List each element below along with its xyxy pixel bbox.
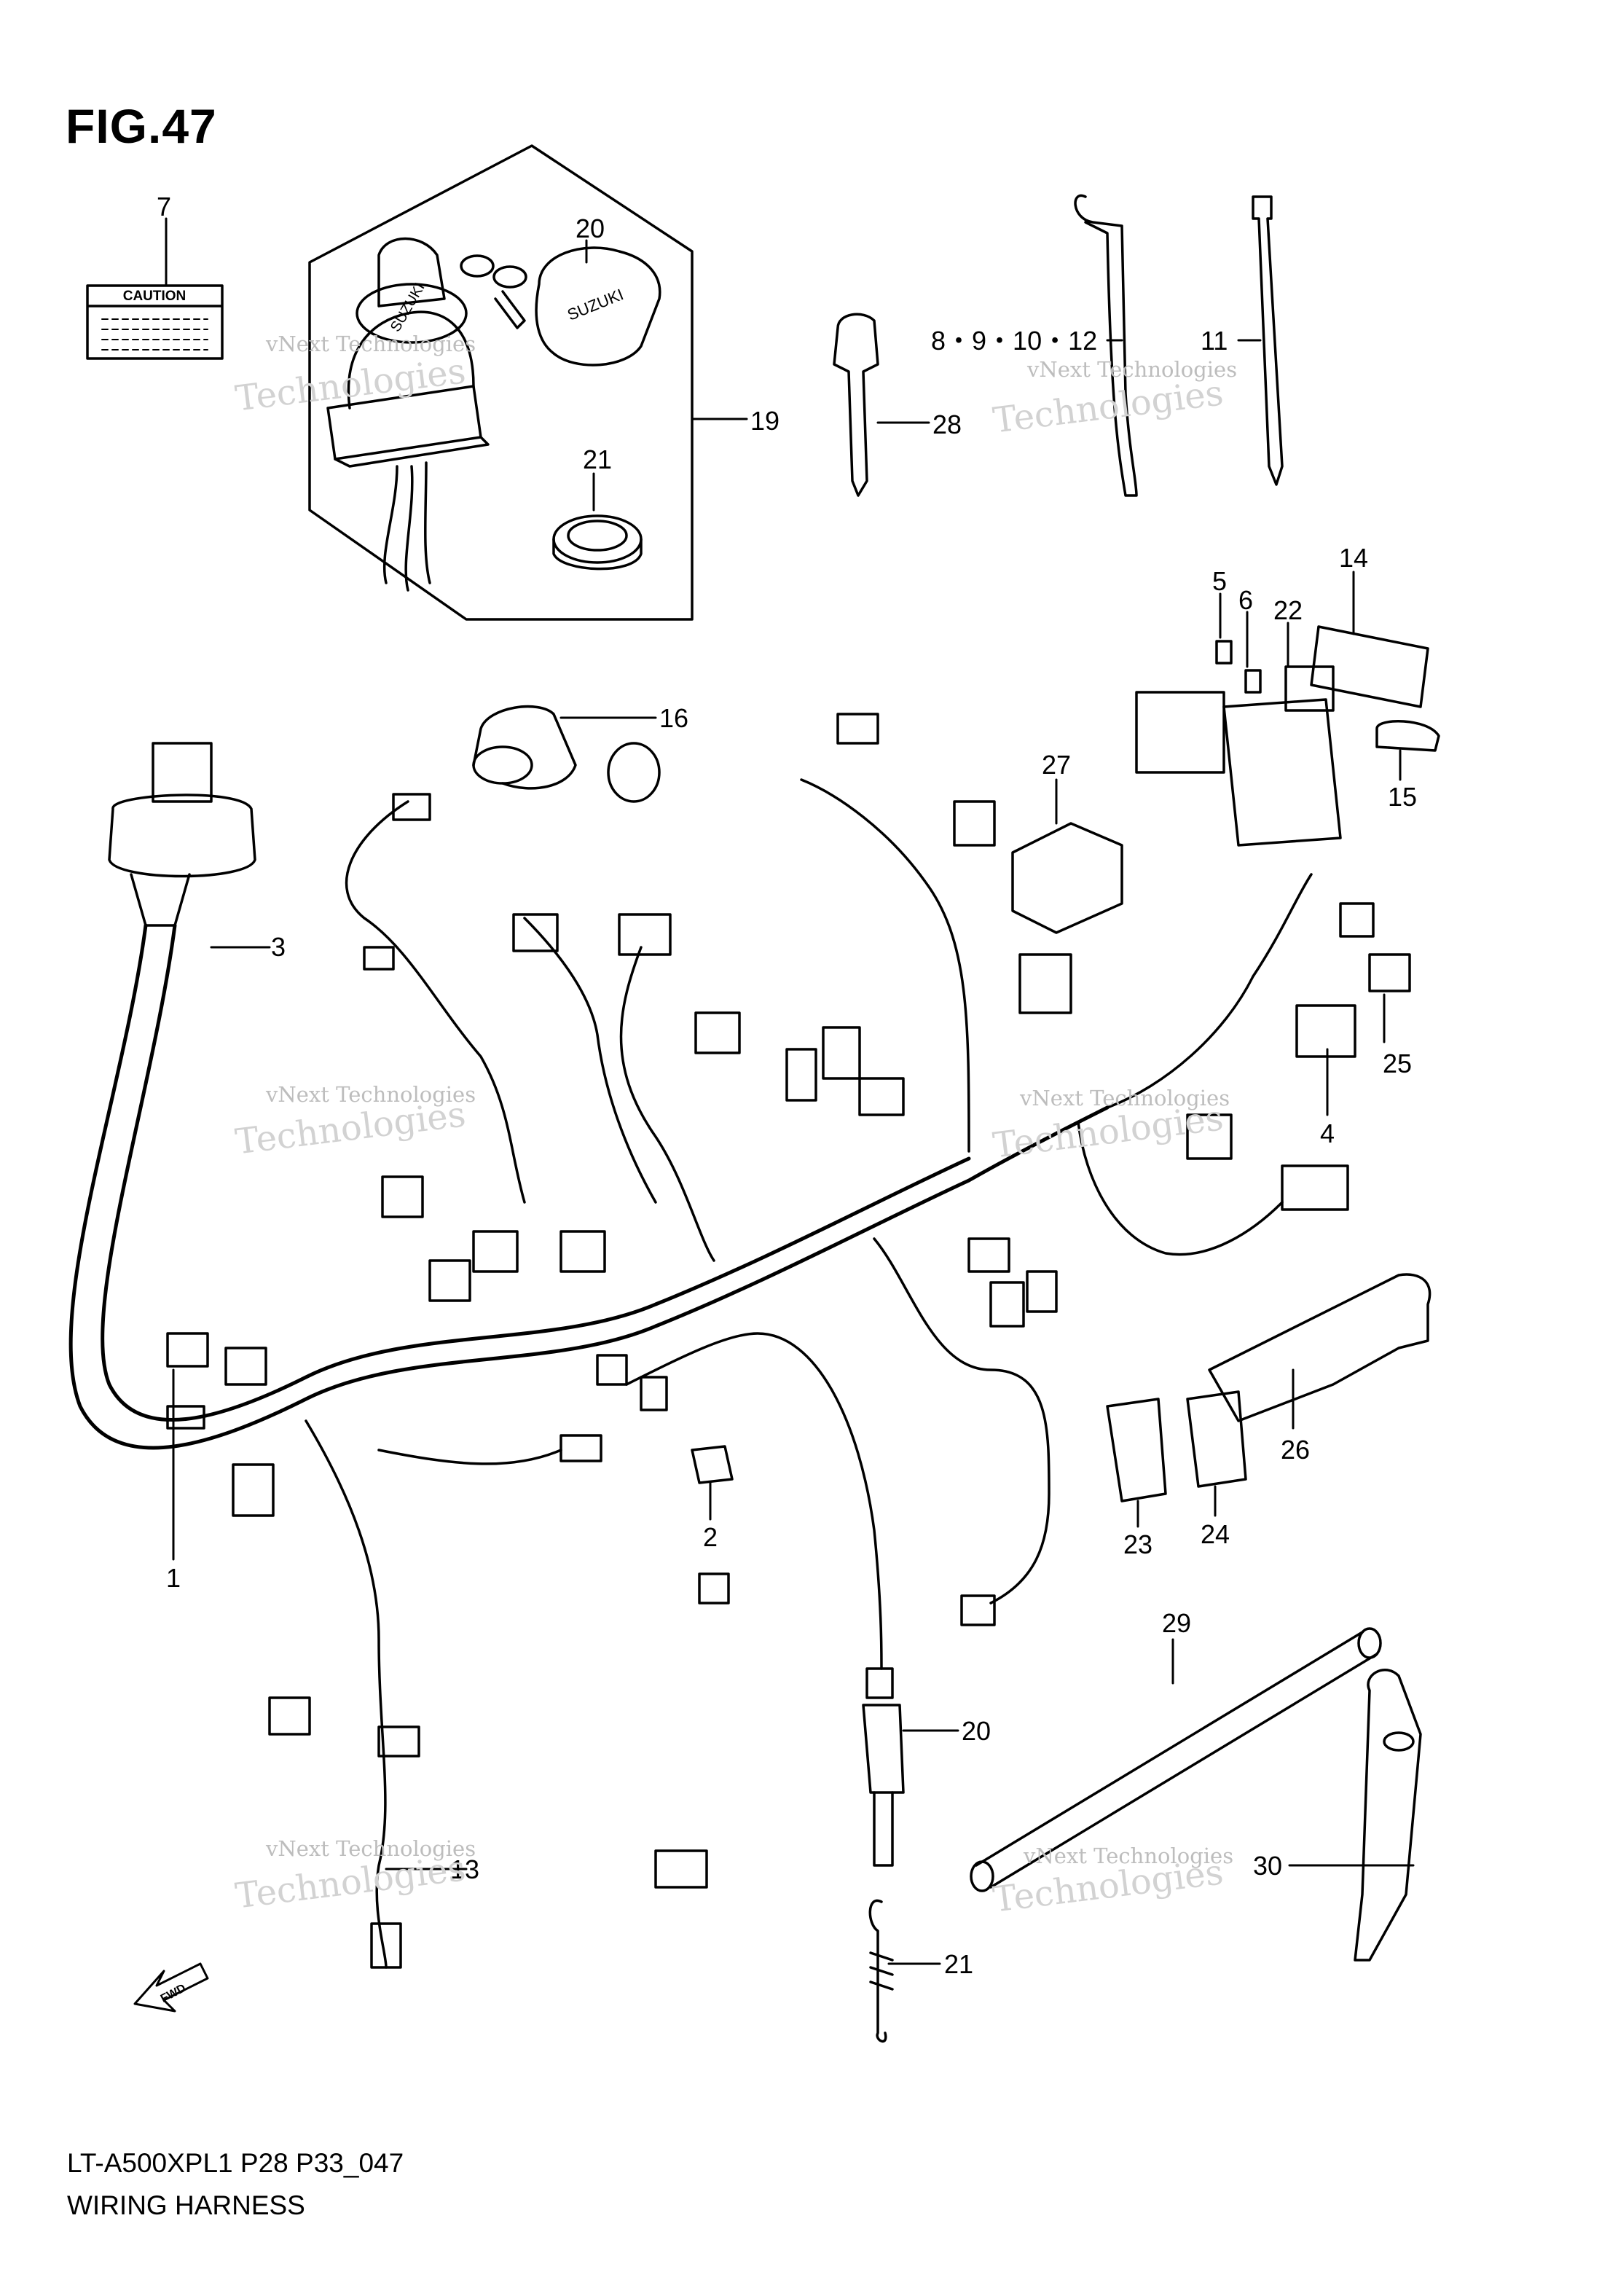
callout-21: 21 (944, 1949, 973, 1979)
caution-label-part (86, 284, 224, 360)
ignition-switch-part (326, 237, 490, 592)
watermark-text: vNext Technologies (266, 1836, 476, 1861)
bracket-part (1208, 1273, 1432, 1422)
switch-cover-part (535, 246, 661, 367)
ignition-keys (460, 254, 527, 329)
brand-text-switch: SUZUKI (388, 281, 428, 335)
callout-18: 20 (576, 213, 605, 243)
main-coupler-part (108, 742, 256, 927)
connector-cover-24 (1186, 1390, 1247, 1488)
callout-29: 29 (1162, 1608, 1191, 1638)
wire-clamp-part (1074, 194, 1138, 497)
callout-4: 4 (1320, 1118, 1335, 1148)
callout-28: 28 (932, 410, 962, 439)
callout-13: 13 (450, 1854, 479, 1884)
relay-part (1011, 822, 1123, 934)
callout-15: 15 (1388, 782, 1417, 812)
figure-label: FIG.47 (66, 99, 217, 153)
corrugated-tube-part (970, 1627, 1382, 1892)
harness-connectors (166, 713, 1411, 1969)
callout-numbers: 7 20 21 19 28 8・9・10・12 11 14 5 6 22 15 … (157, 192, 1417, 1638)
callout-11: 11 (1201, 326, 1228, 356)
harness-branch-left-top (345, 800, 526, 1204)
main-harness-trunk (68, 923, 1110, 1450)
spring-part (868, 1899, 894, 2043)
harness-branch-right (1106, 873, 1313, 1109)
harness-branch-center (619, 946, 715, 1262)
ignition-kit-outline (308, 144, 694, 621)
clamp-tie-part (1354, 1668, 1422, 1962)
caution-label-text: CAUTION (123, 289, 186, 304)
harness-branch-fan (873, 1237, 1050, 1605)
accessory-socket-part (472, 705, 661, 803)
harness-branch-right-low (1077, 1121, 1284, 1256)
harness-branch-short (377, 1449, 562, 1465)
watermark-text: vNext Technologies (1020, 1086, 1230, 1110)
fuse-box-part (1135, 625, 1440, 847)
ring-nut-part (552, 514, 643, 571)
callout-24: 24 (1201, 1519, 1230, 1549)
callout-25: 25 (1383, 1049, 1412, 1078)
callout-19: 21 (583, 444, 612, 474)
cable-tie-part (1252, 195, 1284, 486)
callout-17: 19 (750, 406, 779, 436)
callout-8: 8・9・10・12 (931, 326, 1097, 356)
brand-text-cover: SUZUKI (565, 285, 626, 324)
callout-7: 7 (157, 192, 171, 222)
callout-20-o2: 20 (962, 1716, 991, 1746)
fwd-arrow (133, 1962, 209, 2013)
callout-2: 2 (703, 1522, 718, 1552)
callout-5: 5 (1212, 566, 1227, 596)
callout-numbers-final: 20 21 30 13 (450, 1716, 1282, 1979)
watermark-text: vNext Technologies (1027, 357, 1238, 382)
callout-14: 14 (1339, 543, 1368, 573)
diagram-title: WIRING HARNESS (67, 2190, 305, 2220)
callout-27: 27 (1042, 750, 1071, 780)
leader-lines (165, 217, 1415, 1965)
watermark-text: vNext Technologies (266, 1082, 476, 1107)
callout-1: 1 (166, 1563, 181, 1593)
callout-30: 30 (1253, 1851, 1282, 1881)
watermark-text: vNext Technologies (266, 332, 476, 356)
connector-cap-part (691, 1445, 734, 1484)
connector-cover-23 (1106, 1398, 1167, 1502)
fwd-arrow-text: FWD (159, 1982, 188, 2005)
callout-26: 26 (1281, 1435, 1310, 1465)
key-blank-part (833, 313, 879, 497)
callout-22: 22 (1273, 595, 1303, 625)
harness-branch-right-top (800, 778, 970, 1153)
watermark-text: vNext Technologies (1024, 1844, 1234, 1868)
callout-23: 23 (1123, 1529, 1152, 1559)
callout-16: 16 (659, 703, 688, 733)
model-code: LT-A500XPL1 P28 P33_047 (67, 2148, 404, 2178)
callout-6: 6 (1238, 585, 1253, 615)
oxygen-sensor-part (862, 1667, 905, 1867)
callout-3: 3 (271, 932, 286, 962)
harness-branch-front-sensor (625, 1332, 883, 1670)
